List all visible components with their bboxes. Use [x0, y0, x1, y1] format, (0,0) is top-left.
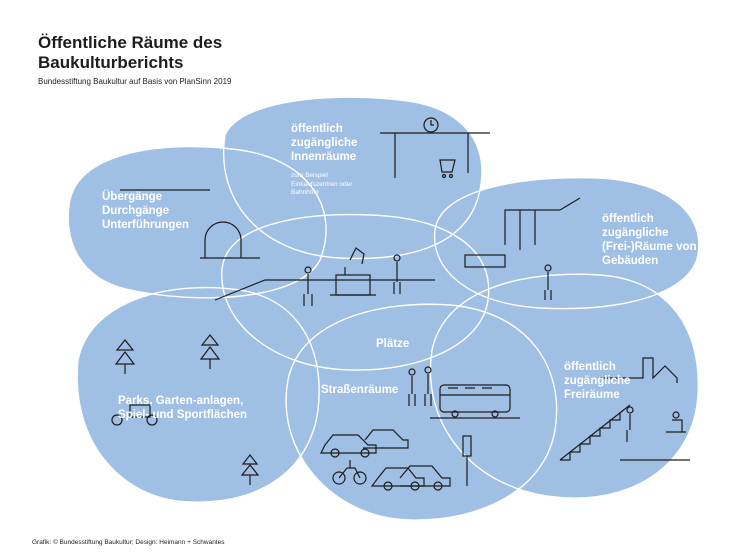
- people-icon: [303, 254, 686, 442]
- page-title: Öffentliche Räume des Baukulturberichts: [38, 33, 223, 72]
- arch-icon: [120, 189, 260, 259]
- note-innenraeume: zum Beispiel Einkaufszentren oder Bahnhö…: [291, 172, 353, 196]
- label-parks: Parks, Garten-anlagen, Spiel- und Sportf…: [118, 395, 248, 421]
- subtitle: Bundesstiftung Baukultur auf Basis von P…: [38, 77, 232, 86]
- credit: Grafik: © Bundesstiftung Baukultur; Desi…: [32, 539, 225, 546]
- monument-icon: [330, 247, 376, 296]
- shopping-cart-icon: [439, 159, 456, 179]
- car-icon: [320, 429, 409, 458]
- bicycle-icon: [111, 404, 367, 485]
- tree-icon: [114, 334, 260, 485]
- illustrations: [111, 117, 690, 491]
- label-gebaeude: öffentlich zugängliche (Frei-)Räume von …: [602, 213, 697, 267]
- house-icon: [600, 357, 678, 383]
- car-icon: [370, 465, 451, 491]
- traffic-light-icon: [462, 435, 472, 486]
- tram-icon: [430, 384, 520, 419]
- stair-path: [214, 279, 435, 301]
- wall-icon: [464, 197, 581, 268]
- label-uebergaenge: Übergänge Durchgänge Unterführungen: [102, 191, 189, 231]
- clock-icon: [380, 117, 490, 178]
- label-plaetze: Plätze: [376, 338, 410, 350]
- label-strassen: Straßenräume: [321, 384, 399, 396]
- label-freiraeume: öffentlich zugängliche Freiräume: [564, 361, 631, 401]
- label-innenraeume: öffentlich zugängliche Innenräume: [291, 123, 358, 163]
- stairs-icon: [559, 404, 690, 461]
